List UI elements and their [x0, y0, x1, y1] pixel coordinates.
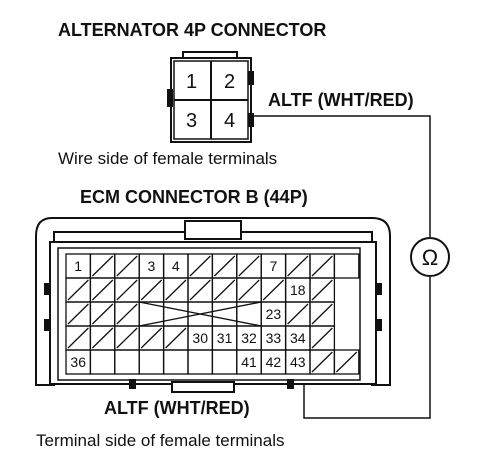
ecm-empty-slot-mark [91, 255, 114, 277]
ecm-pin-label: 18 [290, 282, 306, 298]
ohmmeter: Ω [410, 237, 450, 277]
ecm-pin-label: 7 [270, 258, 278, 274]
ecm-empty-slot-mark [311, 255, 333, 277]
ecm-pin-label: 42 [266, 354, 282, 370]
ohm-symbol: Ω [422, 245, 438, 270]
ohmmeter-icon [410, 237, 450, 277]
ecm-pin-label: 36 [70, 354, 86, 370]
alternator-side-label: Wire side of female terminals [58, 149, 277, 168]
ecm-empty-slot-mark [140, 279, 163, 301]
ecm-pin-label: 32 [241, 330, 257, 346]
ecm-empty-slot-mark [189, 279, 211, 301]
ecm-empty-slot-mark [116, 327, 138, 349]
ecm-wire-label: ALTF (WHT/RED) [104, 398, 250, 418]
ecm-empty-slot-mark [287, 255, 309, 277]
ecm-blocked-area-mark [139, 301, 262, 327]
ecm-pin-label: 4 [172, 258, 180, 274]
alternator-connector-title: ALTERNATOR 4P CONNECTOR [58, 20, 326, 40]
ecm-empty-slot-mark [165, 327, 187, 349]
ecm-terminal-cell [333, 253, 360, 279]
ecm-empty-slot-mark [311, 327, 333, 349]
ecm-empty-slot-mark [311, 303, 333, 325]
alt-pin-4: 4 [224, 110, 235, 132]
ecm-pin-label: 3 [148, 258, 156, 274]
ecm-pin-label: 31 [217, 330, 233, 346]
ecm-empty-slot-mark [67, 303, 89, 325]
ecm-pin-label: 33 [266, 330, 282, 346]
ecm-pin-label: 1 [74, 258, 82, 274]
ecm-empty-slot-mark [262, 279, 285, 301]
ecm-pin-label: 41 [241, 354, 257, 370]
ecm-empty-slot-mark [116, 303, 138, 325]
ecm-empty-slot-mark [238, 279, 260, 301]
alternator-wire-label: ALTF (WHT/RED) [268, 90, 414, 110]
ecm-empty-slot-mark [335, 351, 358, 373]
ecm-empty-slot-mark [116, 255, 138, 277]
ecm-terminal-cell [333, 349, 360, 375]
ecm-empty-slot-mark [91, 279, 114, 301]
ecm-empty-slot-mark [311, 279, 333, 301]
test-leads [248, 115, 431, 419]
alternator-4p-connector [167, 51, 254, 143]
ecm-empty-slot-mark [311, 351, 333, 373]
ecm-empty-slot-mark [116, 279, 138, 301]
ecm-empty-slot-mark [287, 303, 309, 325]
ecm-pin-label: 43 [290, 354, 306, 370]
ecm-empty-slot-mark [67, 279, 89, 301]
ecm-connector-title: ECM CONNECTOR B (44P) [80, 187, 308, 207]
alt-pin-2: 2 [224, 71, 235, 93]
ecm-pin-label: 34 [290, 330, 306, 346]
ecm-empty-slot-mark [140, 327, 163, 349]
ecm-pin-label: 23 [266, 306, 282, 322]
ecm-empty-slot-mark [238, 255, 260, 277]
ecm-empty-slot-mark [91, 327, 114, 349]
ecm-empty-slot-mark [213, 255, 236, 277]
ecm-empty-slot-mark [213, 279, 236, 301]
ecm-empty-slot-mark [91, 303, 114, 325]
ecm-empty-slot-mark [67, 327, 89, 349]
alt-pin-1: 1 [186, 71, 197, 93]
alt-pin-3: 3 [186, 110, 197, 132]
ecm-empty-slot-mark [189, 255, 211, 277]
ecm-empty-slot-mark [165, 279, 187, 301]
ecm-pin-label: 30 [192, 330, 208, 346]
ecm-side-label: Terminal side of female terminals [36, 431, 284, 450]
